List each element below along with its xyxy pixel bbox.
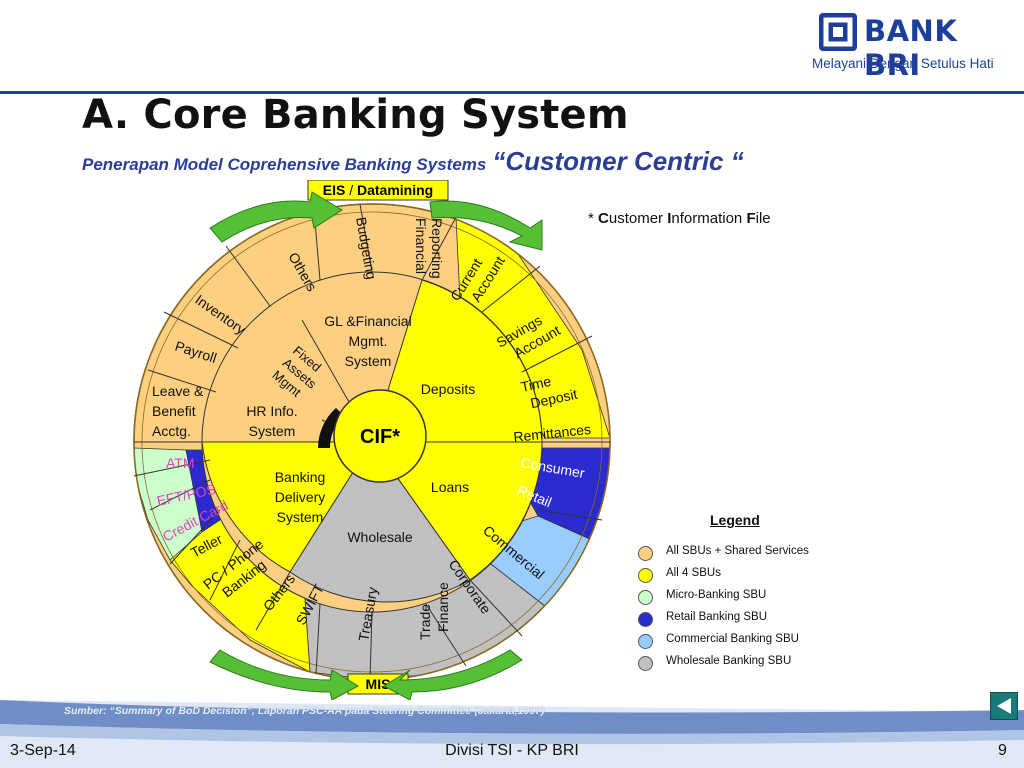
legend-label: All SBUs + Shared Services <box>666 545 809 557</box>
source-citation: Sumber: “Summary of BoD Decision”, Lapor… <box>64 705 545 717</box>
arrow-bottom-right-icon <box>382 649 523 700</box>
arrow-bottom-left-icon <box>209 649 360 700</box>
arrow-top-right-icon <box>429 200 543 251</box>
mis-label: MIS <box>366 676 391 692</box>
legend: Legend All SBUs + Shared Services All 4 … <box>630 510 850 671</box>
bri-logo-icon <box>819 13 857 51</box>
legend-swatch <box>638 590 653 605</box>
cif-footnote: * Customer Information File <box>588 210 771 227</box>
page-subtitle: Penerapan Model Coprehensive Banking Sys… <box>82 146 744 177</box>
wholesale-label: Wholesale <box>347 529 413 545</box>
legend-swatch <box>638 612 653 627</box>
header-divider <box>0 91 1024 94</box>
legend-label: Commercial Banking SBU <box>666 633 799 645</box>
legend-swatch <box>638 568 653 583</box>
legend-title: Legend <box>710 512 760 528</box>
bank-logo: BANK BRI Melayani Dengan Setulus Hati <box>796 2 1022 82</box>
legend-label: Wholesale Banking SBU <box>666 655 792 667</box>
loans-label: Loans <box>431 479 469 495</box>
sector-loans <box>371 441 543 581</box>
sector-delivery <box>201 441 373 573</box>
footer-center: Divisi TSI - KP BRI <box>445 742 579 759</box>
legend-label: Micro-Banking SBU <box>666 589 767 601</box>
legend-swatch <box>638 634 653 649</box>
subtitle-part1: Penerapan Model Coprehensive Banking Sys… <box>82 155 487 174</box>
page-number: 9 <box>998 742 1007 759</box>
atm-label: ATM <box>166 455 195 471</box>
cif-center <box>333 389 427 483</box>
triangle-left-icon <box>997 698 1011 714</box>
eis-label: EIS / Datamining <box>323 182 433 198</box>
page-title: A. Core Banking System <box>82 92 629 138</box>
legend-swatch <box>638 656 653 671</box>
footer-date: 3-Sep-14 <box>10 742 76 759</box>
legend-label: Retail Banking SBU <box>666 611 767 623</box>
footer-band <box>0 700 1024 768</box>
sector-wholesale <box>289 441 471 603</box>
legend-label: All 4 SBUs <box>666 567 721 579</box>
back-button[interactable] <box>990 692 1018 720</box>
logo-tagline: Melayani Dengan Setulus Hati <box>812 56 994 71</box>
cif-label: CIF* <box>360 426 400 448</box>
logo-name: BANK BRI <box>864 14 958 82</box>
hr-label: HR Info.System <box>246 403 297 439</box>
subtitle-part2: “Customer Centric “ <box>492 146 744 176</box>
sector-deposits <box>371 279 543 443</box>
financial-reporting-label: FinancialReporting <box>413 218 445 279</box>
legend-swatch <box>638 546 653 561</box>
arrow-top-left-icon <box>209 191 343 243</box>
deposits-label: Deposits <box>421 381 475 397</box>
